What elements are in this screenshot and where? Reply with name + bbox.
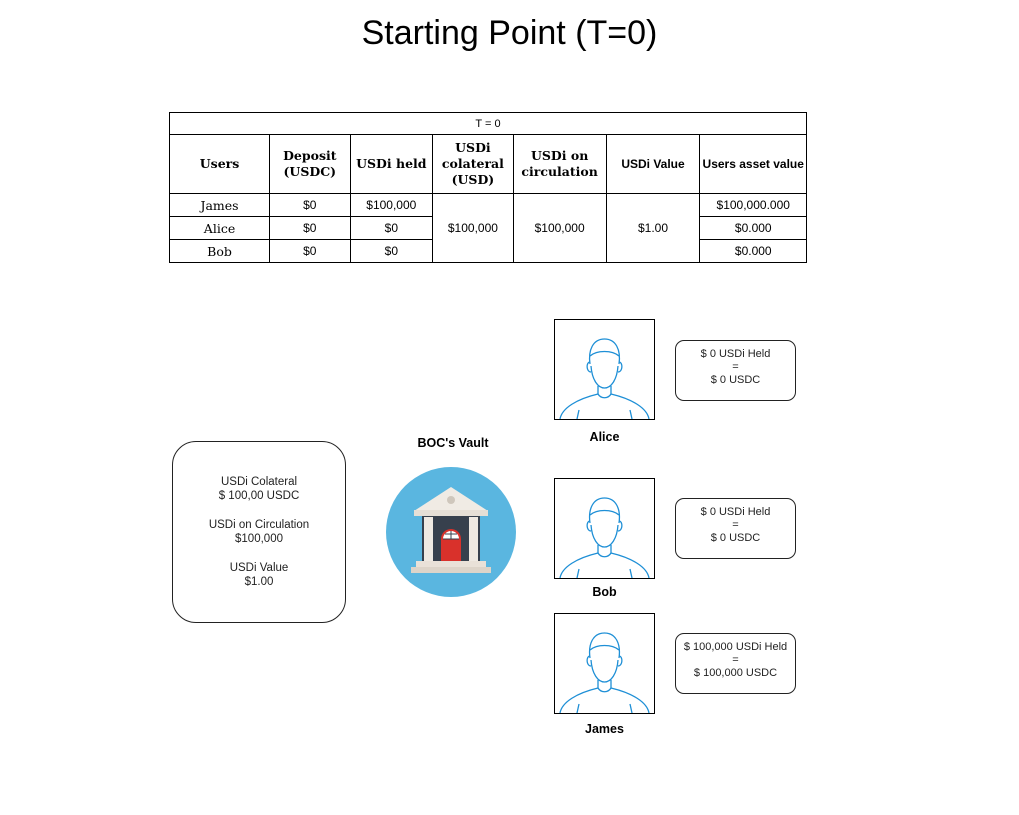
usdc-text: $ 100,000 USDC	[693, 667, 778, 679]
vault-label: BOC's Vault	[417, 436, 489, 450]
header-users: Users	[168, 134, 271, 194]
usdi-value-value: $1.00	[244, 576, 274, 588]
header-deposit: Deposit (USDC)	[269, 134, 351, 194]
user-avatar-icon	[559, 632, 650, 713]
balance-box: $ 100,000 USDi Held = $ 100,000 USDC	[675, 633, 796, 694]
user-avatar-icon	[559, 497, 650, 578]
avatar-james	[554, 613, 655, 714]
usdi-held-text: $ 100,000 USDi Held	[683, 641, 788, 653]
avatar-bob	[554, 478, 655, 579]
table-header-row: Users Deposit (USDC) USDi held USDi cola…	[168, 134, 807, 194]
value-cell: $1.00	[605, 193, 701, 263]
collateral-cell: $100,000	[432, 193, 514, 263]
usdi-value-label: USDi Value	[229, 562, 289, 574]
equals-sign: =	[732, 361, 739, 373]
table-caption: T = 0	[169, 112, 807, 135]
collateral-label: USDi Colateral	[220, 476, 298, 488]
deposit-cell: $0	[269, 239, 351, 263]
header-usdi-collateral: USDi colateral (USD)	[432, 134, 514, 194]
balance-box: $ 0 USDi Held = $ 0 USDC	[675, 498, 796, 559]
user-name: Alice	[589, 430, 620, 444]
usdi-held-text: $ 0 USDi Held	[700, 506, 771, 518]
bank-icon	[386, 467, 516, 597]
deposit-cell: $0	[269, 216, 351, 240]
circulation-value: $100,000	[235, 533, 283, 545]
deposit-cell: $0	[269, 193, 351, 217]
held-cell: $0	[349, 239, 434, 263]
user-avatar-icon	[559, 338, 650, 419]
balance-box: $ 0 USDi Held = $ 0 USDC	[675, 340, 796, 401]
table-row: Alice $0 $0 $0.000	[168, 216, 807, 240]
user-name: James	[585, 722, 624, 736]
header-usdi-value: USDi Value	[605, 134, 701, 194]
table-row: Bob $0 $0 $0.000	[168, 239, 807, 263]
diagram-title: Starting Point (T=0)	[361, 14, 658, 52]
asset-cell: $0.000	[699, 239, 807, 263]
user-name: Bob	[592, 585, 617, 599]
usdc-text: $ 0 USDC	[710, 532, 761, 544]
asset-cell: $100,000.000	[699, 193, 807, 217]
state-table: T = 0 Users Deposit (USDC) USDi held USD…	[168, 112, 807, 263]
asset-cell: $0.000	[699, 216, 807, 240]
user-cell: James	[168, 193, 271, 217]
avatar-alice	[554, 319, 655, 420]
circulation-cell: $100,000	[512, 193, 607, 263]
user-cell: Alice	[168, 216, 271, 240]
header-usdi-circulation: USDi on circulation	[512, 134, 607, 194]
usdc-text: $ 0 USDC	[710, 374, 761, 386]
header-users-asset-value: Users asset value	[699, 134, 807, 194]
held-cell: $0	[349, 216, 434, 240]
equals-sign: =	[732, 654, 739, 666]
table-row: James $0 $100,000 $100,000 $100,000 $1.0…	[168, 193, 807, 263]
usdi-held-text: $ 0 USDi Held	[700, 348, 771, 360]
vault-summary-box: USDi Colateral $ 100,00 USDC USDi on Cir…	[172, 441, 346, 623]
header-usdi-held: USDi held	[349, 134, 434, 194]
user-cell: Bob	[168, 239, 271, 263]
collateral-value: $ 100,00 USDC	[218, 490, 300, 502]
held-cell: $100,000	[349, 193, 434, 217]
circulation-label: USDi on Circulation	[208, 519, 310, 531]
equals-sign: =	[732, 519, 739, 531]
